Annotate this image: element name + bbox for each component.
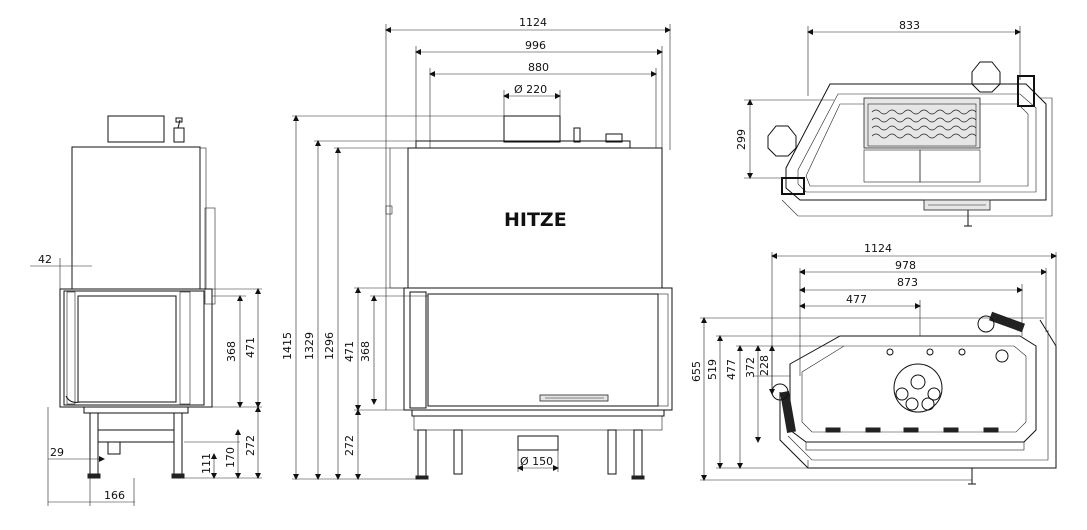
- dim-side-opening-height: 471: [244, 337, 257, 358]
- side-leg-left: [89, 412, 99, 476]
- dim-side-legs-lower: 111: [200, 453, 213, 474]
- bottom-outline: [789, 335, 1037, 443]
- dim-front-glass-height: 368: [359, 341, 372, 362]
- bottom-air-port: [995, 349, 1009, 363]
- top-view: 833 299: [735, 19, 1053, 227]
- dim-front-total-width: 1124: [519, 16, 547, 29]
- front-flue: [503, 115, 561, 143]
- dim-bottom-width-873: 873: [897, 276, 918, 289]
- front-leg-right: [633, 429, 643, 477]
- dim-front-height-1329: 1329: [303, 332, 316, 360]
- dim-bottom-depth-477: 477: [725, 359, 738, 380]
- brand-logo: HITZE: [504, 209, 567, 231]
- dim-front-floor-height: 272: [343, 435, 356, 456]
- top-firebox-back: [863, 97, 981, 149]
- front-leg-left: [417, 429, 427, 477]
- top-flue-right: [971, 61, 1001, 93]
- top-flue-left: [767, 125, 797, 157]
- side-flue-valve: [173, 127, 185, 143]
- front-leg-center-left: [453, 429, 463, 475]
- front-air-inlet: [517, 435, 559, 451]
- side-glass: [77, 295, 177, 403]
- dim-bottom-depth-372: 372: [744, 357, 757, 378]
- dim-front-air-inlet: Ø 150: [520, 455, 553, 468]
- dim-bottom-total-width: 1124: [864, 242, 892, 255]
- bottom-view: 1124 978 873 477 655 519 477 372 228: [690, 242, 1057, 485]
- dim-side-glass-height: 368: [225, 341, 238, 362]
- dim-front-height-1296: 1296: [323, 332, 336, 360]
- dim-bottom-depth-519: 519: [706, 359, 719, 380]
- side-view: 42 368 471 272 170 111 29 166: [30, 115, 262, 506]
- side-flue: [107, 115, 165, 143]
- dim-front-body-width: 996: [525, 39, 546, 52]
- dim-side-legs-height: 170: [224, 447, 237, 468]
- dim-front-flue-diameter: Ø 220: [514, 83, 547, 96]
- dim-front-inner-width: 880: [528, 61, 549, 74]
- dim-bottom-depth-655: 655: [690, 361, 703, 382]
- dim-side-depth: 166: [104, 489, 125, 502]
- front-leg-center-right: [607, 429, 617, 475]
- side-casing: [71, 146, 201, 290]
- dim-front-total-height: 1415: [281, 332, 294, 360]
- front-glass: [427, 293, 659, 407]
- dim-top-depth: 299: [735, 129, 748, 150]
- top-outline: [785, 83, 1047, 201]
- side-firebox: [59, 288, 213, 408]
- dim-side-floor-height: 272: [244, 435, 257, 456]
- dim-top-width: 833: [899, 19, 920, 32]
- bottom-combustion-chamber: [893, 363, 943, 413]
- dim-bottom-depth-228: 228: [758, 355, 771, 376]
- dim-side-leg-offset: 29: [50, 446, 64, 459]
- dim-side-offset-top: 42: [38, 253, 52, 266]
- dim-bottom-width-477: 477: [846, 293, 867, 306]
- dim-bottom-width-978: 978: [895, 259, 916, 272]
- side-leg-right: [173, 412, 183, 476]
- dim-front-opening-height: 471: [343, 341, 356, 362]
- front-view: HITZE 1124 996 880 Ø 220: [281, 16, 673, 480]
- front-firebox: [403, 287, 673, 411]
